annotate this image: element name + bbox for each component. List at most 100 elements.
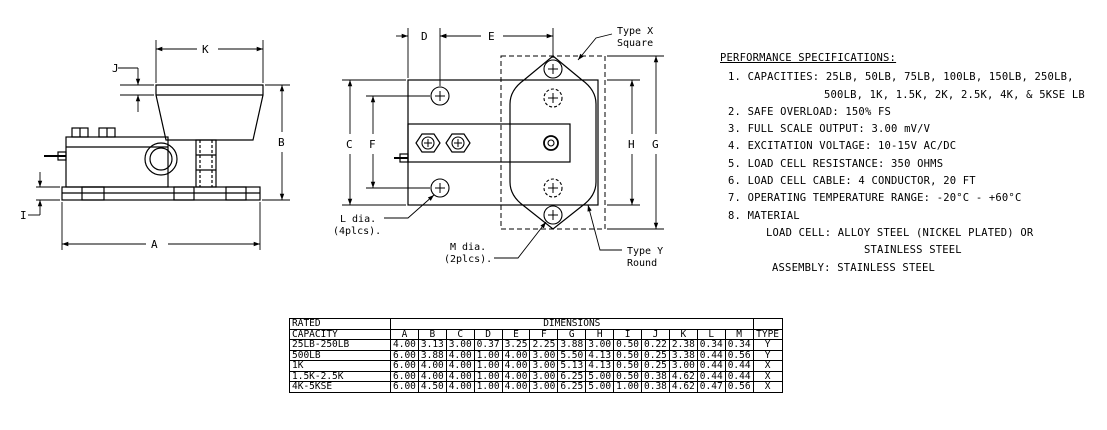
dimension-cell-e: 4.00 — [501, 349, 531, 361]
type-y-round-plate — [509, 55, 597, 230]
dimension-cell-h: 5.00 — [585, 381, 615, 393]
table-header-row: RATED DIMENSIONS — [289, 318, 783, 330]
dimension-cell-h: 5.00 — [585, 370, 615, 382]
dimension-cell-m: 0.44 — [724, 370, 754, 382]
dimension-cell-c: 3.00 — [445, 339, 475, 351]
column-header: E — [501, 328, 531, 340]
dimension-cell-c: 4.00 — [445, 349, 475, 361]
dimension-cell-a: 6.00 — [390, 381, 419, 393]
dim-label-g: G — [652, 138, 659, 151]
dimension-cell-i: 0.50 — [613, 349, 643, 361]
column-header: J — [641, 328, 670, 340]
column-header: D — [473, 328, 503, 340]
dim-label-d: D — [421, 30, 428, 43]
column-header: G — [557, 328, 587, 340]
dimension-cell-f: 3.00 — [529, 381, 559, 393]
top-view-holes — [421, 59, 563, 225]
type-cell: Y — [752, 339, 783, 351]
dimension-cell-m: 0.56 — [724, 381, 754, 393]
dimension-cell-b: 3.88 — [417, 349, 447, 361]
dimension-cell-d: 1.00 — [473, 360, 503, 372]
dimension-cell-k: 3.38 — [668, 349, 698, 361]
type-cell: X — [752, 360, 783, 372]
dimension-cell-g: 6.25 — [557, 370, 587, 382]
column-header: A — [390, 328, 419, 340]
l-dia-sub: (4plcs). — [333, 226, 381, 237]
spec-material-assembly: ASSEMBLY: STAINLESS STEEL — [772, 261, 936, 274]
type-cell: Y — [752, 349, 783, 361]
dimension-cell-j: 0.22 — [641, 339, 670, 351]
dimension-cell-e: 4.00 — [501, 360, 531, 372]
type-x-square — [500, 55, 606, 230]
capacity-cell: 500LB — [289, 349, 391, 361]
column-header: F — [529, 328, 559, 340]
capacity-cell: 1.5K-2.5K — [289, 370, 391, 382]
dimension-cell-d: 1.00 — [473, 349, 503, 361]
post — [195, 139, 217, 188]
column-header: B — [417, 328, 447, 340]
column-header: I — [613, 328, 643, 340]
dimension-cell-a: 4.00 — [390, 339, 419, 351]
type-cell: X — [752, 370, 783, 382]
dimension-cell-g: 3.88 — [557, 339, 587, 351]
load-cell-bar — [407, 123, 571, 163]
dimension-cell-b: 3.13 — [417, 339, 447, 351]
spec-item: 5. LOAD CELL RESISTANCE: 350 OHMS — [728, 157, 944, 170]
dim-label-c: C — [346, 138, 353, 151]
dimensions-header: DIMENSIONS — [390, 318, 754, 330]
dimension-cell-i: 0.50 — [613, 370, 643, 382]
dimension-cell-e: 4.00 — [501, 370, 531, 382]
dimension-cell-b: 4.50 — [417, 381, 447, 393]
load-pin — [144, 142, 178, 176]
dimension-cell-j: 0.38 — [641, 381, 670, 393]
side-view — [44, 84, 264, 201]
capacity-header: CAPACITY — [289, 328, 391, 340]
dimension-cell-d: 1.00 — [473, 370, 503, 382]
capacity-cell: 25LB-250LB — [289, 339, 391, 351]
dimension-cell-l: 0.34 — [696, 339, 726, 351]
column-header: M — [724, 328, 754, 340]
dimension-cell-m: 0.56 — [724, 349, 754, 361]
dimension-cell-c: 4.00 — [445, 370, 475, 382]
dimension-cell-c: 4.00 — [445, 381, 475, 393]
spec-item: 7. OPERATING TEMPERATURE RANGE: -20°C - … — [728, 192, 1022, 205]
spec-item: 1. CAPACITIES: 25LB, 50LB, 75LB, 100LB, … — [728, 71, 1074, 84]
dimension-cell-l: 0.44 — [696, 360, 726, 372]
capacity-cell: 1K — [289, 360, 391, 372]
dimension-cell-h: 3.00 — [585, 339, 615, 351]
column-header: H — [585, 328, 615, 340]
dimension-cell-f: 3.00 — [529, 370, 559, 382]
capacity-cell: 4K-5KSE — [289, 381, 391, 393]
type-header: TYPE — [752, 328, 783, 340]
dimension-cell-a: 6.00 — [390, 360, 419, 372]
dimension-cell-i: 1.00 — [613, 381, 643, 393]
spec-material-load-cell-alt: STAINLESS STEEL — [864, 244, 962, 257]
dimension-cell-g: 5.50 — [557, 349, 587, 361]
dimension-cell-j: 0.38 — [641, 370, 670, 382]
dim-label-f: F — [369, 138, 376, 151]
dimension-cell-l: 0.44 — [696, 349, 726, 361]
spec-item: 4. EXCITATION VOLTAGE: 10-15V AC/DC — [728, 140, 957, 153]
rated-header: RATED — [289, 318, 391, 330]
spec-item-continued: 500LB, 1K, 1.5K, 2K, 2.5K, 4K, & 5KSE LB — [824, 88, 1085, 101]
dimension-cell-k: 4.62 — [668, 381, 698, 393]
dim-label-j: J — [112, 62, 119, 75]
dimensions-table: RATED DIMENSIONS CAPACITY A B C D E F G … — [289, 318, 783, 393]
dimension-cell-k: 3.00 — [668, 360, 698, 372]
column-header: K — [668, 328, 698, 340]
dimension-cell-h: 4.13 — [585, 349, 615, 361]
top-view-crosses — [424, 64, 558, 220]
dimension-cell-m: 0.34 — [724, 339, 754, 351]
dimension-cell-j: 0.25 — [641, 349, 670, 361]
dim-label-e: E — [488, 30, 495, 43]
specs-title: PERFORMANCE SPECIFICATIONS: — [720, 52, 897, 64]
type-y-sub: Round — [627, 258, 657, 269]
dim-label-a: A — [151, 238, 158, 251]
type-x-label: Type X — [617, 26, 653, 37]
dimension-cell-k: 4.62 — [668, 370, 698, 382]
dimension-cell-e: 4.00 — [501, 381, 531, 393]
